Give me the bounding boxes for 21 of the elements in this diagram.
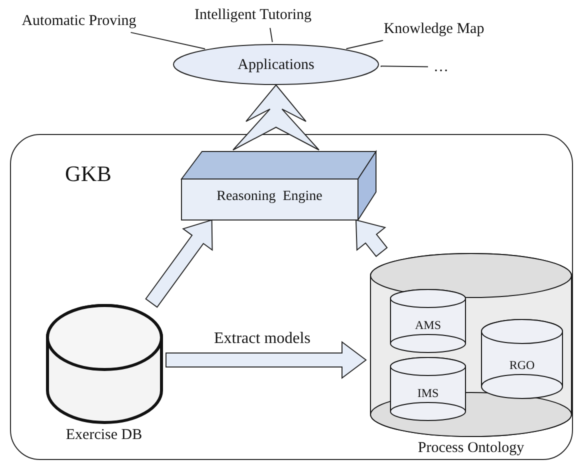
panel-title: GKB <box>65 161 112 187</box>
node-label: Applications <box>236 56 316 74</box>
block-arrow <box>166 341 367 379</box>
node-label: Reasoning Engine <box>216 189 324 205</box>
application-label: Knowledge Map <box>372 18 496 40</box>
node-label: Process Ontology <box>416 439 526 457</box>
node-label: AMS <box>414 318 442 333</box>
connector-line <box>380 66 428 68</box>
application-label: Automatic Proving <box>6 10 152 32</box>
node-label: IMS <box>416 386 440 401</box>
connector-line <box>270 27 273 43</box>
connector-line <box>346 40 384 50</box>
connector-line <box>130 32 206 50</box>
application-label: … <box>430 56 452 78</box>
node-label: RGO <box>508 358 536 372</box>
block-arrow <box>145 219 213 308</box>
block-arrow <box>355 219 388 258</box>
node-label: Exercise DB <box>64 426 144 444</box>
block-arrow <box>232 84 320 150</box>
container-panel <box>10 134 573 460</box>
application-label: Intelligent Tutoring <box>180 4 326 26</box>
